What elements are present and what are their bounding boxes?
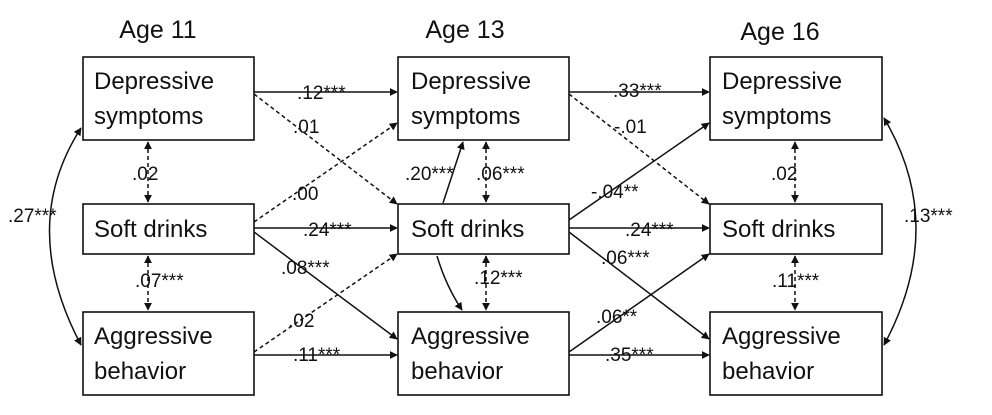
coef-agg13-soft16: .06** <box>596 307 638 328</box>
node-aggressive-age-11: Aggressive behavior <box>82 311 255 396</box>
coef-dep11-dep13: .12*** <box>297 83 346 104</box>
path-soft13-to-dep16 <box>568 122 710 221</box>
header-age-13: Age 13 <box>425 16 504 44</box>
path-dep11-to-soft13 <box>253 93 398 205</box>
node-label: Depressive <box>411 68 531 95</box>
coef-dep11-soft13: .01 <box>293 117 319 138</box>
node-label: Soft drinks <box>411 216 524 243</box>
node-label: Aggressive <box>722 323 841 350</box>
header-age-16: Age 16 <box>740 18 819 46</box>
coef-dep13-soft16: -.01 <box>614 117 647 138</box>
coef-soft13-agg13: .12*** <box>474 268 523 289</box>
node-soft-drinks-age-13: Soft drinks <box>397 203 570 255</box>
node-label: Aggressive <box>94 323 213 350</box>
node-soft-drinks-age-16: Soft drinks <box>709 203 883 255</box>
cov-dep16-agg16 <box>883 117 917 346</box>
header-age-11: Age 11 <box>119 16 196 44</box>
coef-soft16-agg16: .11*** <box>772 271 820 292</box>
coef-soft13-soft16: .24*** <box>625 220 674 241</box>
cov-dep11-agg11 <box>48 127 82 346</box>
coef-dep16-agg16: .13*** <box>904 206 953 227</box>
path-dep13-to-soft16 <box>568 93 710 205</box>
path-soft13-to-agg16 <box>568 231 710 340</box>
coef-soft11-soft13: .24*** <box>303 220 352 241</box>
node-soft-drinks-age-11: Soft drinks <box>82 203 255 255</box>
node-aggressive-age-13: Aggressive behavior <box>397 311 570 396</box>
path-soft13-to-agg13 <box>436 255 463 311</box>
node-aggressive-age-16: Aggressive behavior <box>709 311 883 396</box>
node-label: symptoms <box>94 103 203 130</box>
node-label: Aggressive <box>411 323 530 350</box>
coef-soft13-dep16: -.04** <box>591 182 639 203</box>
coef-agg11-soft13: .02 <box>288 311 314 332</box>
path-soft11-to-agg13 <box>253 231 398 340</box>
coef-dep11-soft11: .02 <box>132 164 158 185</box>
coef-soft13-agg16: .06*** <box>601 248 650 269</box>
node-depressive-age-16: Depressive symptoms <box>709 56 883 141</box>
node-label: symptoms <box>722 103 831 130</box>
node-label: Soft drinks <box>94 216 207 243</box>
path-agg11-to-soft13 <box>253 253 398 353</box>
node-label: Depressive <box>94 68 214 95</box>
coef-soft11-dep13: .00 <box>292 184 318 205</box>
node-label: behavior <box>411 358 503 385</box>
coef-dep11-agg11: .27*** <box>8 206 57 227</box>
node-depressive-age-13: Depressive symptoms <box>397 56 570 141</box>
coef-soft11-agg11: .07*** <box>135 271 184 292</box>
coef-dep13-soft13: .06*** <box>476 164 525 185</box>
coef-dep16-soft16: .02 <box>771 164 797 185</box>
coef-agg13-agg16: .35*** <box>605 345 654 366</box>
coef-soft11-agg13: .08*** <box>281 258 330 279</box>
path-agg13-to-soft16 <box>568 253 710 353</box>
node-label: symptoms <box>411 103 520 130</box>
node-label: behavior <box>94 358 186 385</box>
node-label: Depressive <box>722 68 842 95</box>
path-soft11-to-dep13 <box>253 122 398 223</box>
node-depressive-age-11: Depressive symptoms <box>82 56 255 141</box>
coef-dep13-dep16: .33*** <box>613 81 662 102</box>
node-label: Soft drinks <box>722 216 835 243</box>
path-soft13-to-dep13 <box>442 141 465 204</box>
coef-soft13-dep13: .20*** <box>405 164 454 185</box>
coef-agg11-agg13: .11*** <box>293 345 341 366</box>
node-label: behavior <box>722 358 814 385</box>
